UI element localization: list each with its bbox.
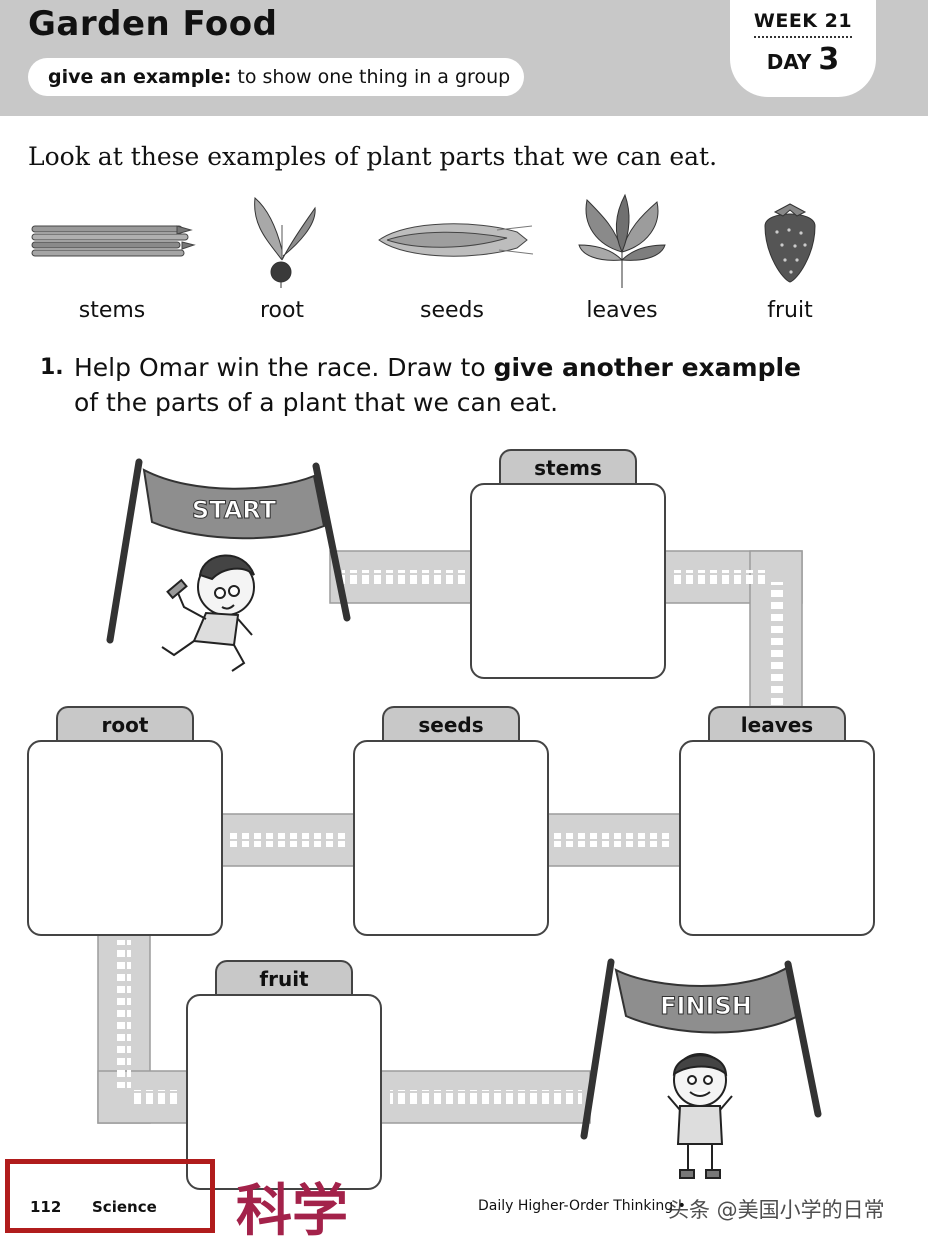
example-label: stems — [78, 298, 146, 323]
example-label: seeds — [420, 298, 484, 323]
footer-subject: Science — [92, 1198, 157, 1216]
asparagus-icon — [31, 225, 196, 257]
definition-text: to show one thing in a group — [237, 66, 511, 88]
box-tab-seeds: seeds — [382, 706, 520, 742]
draw-box-seeds[interactable] — [353, 740, 549, 936]
question-1: 1. Help Omar win the race. Draw to give … — [40, 350, 801, 420]
omar-running-illustration — [161, 554, 255, 672]
question-number: 1. — [40, 355, 64, 380]
page-number: 112 — [30, 1198, 62, 1216]
day-label: DAY — [766, 50, 812, 74]
draw-box-fruit[interactable] — [186, 994, 382, 1190]
draw-box-leaves[interactable] — [679, 740, 875, 936]
start-banner: START — [106, 458, 351, 644]
box-tab-stems: stems — [499, 449, 637, 485]
page-title: Garden Food — [28, 4, 278, 44]
corn-icon — [378, 223, 534, 257]
week-label: WEEK 21 — [753, 10, 853, 32]
question-line-2: of the parts of a plant that we can eat. — [74, 388, 559, 417]
box-tab-fruit: fruit — [215, 960, 353, 996]
subject-chinese-label: 科学 — [236, 1179, 348, 1244]
draw-box-root[interactable] — [27, 740, 223, 936]
intro-text: Look at these examples of plant parts th… — [28, 142, 718, 171]
definition-term: give an example: — [48, 66, 232, 88]
box-tab-root: root — [56, 706, 194, 742]
example-label: fruit — [767, 298, 813, 323]
example-leaves: leaves — [537, 190, 707, 323]
finish-banner: FINISH — [580, 958, 822, 1140]
strawberry-icon — [764, 203, 816, 283]
question-bold: give another example — [493, 353, 802, 382]
leafy-greens-icon — [578, 193, 666, 288]
footer-series: Daily Higher-Order Thinking • — [478, 1198, 686, 1214]
day-number: 3 — [818, 42, 840, 77]
example-seeds: seeds — [367, 190, 537, 323]
question-line-1: Help Omar win the race. Draw to give ano… — [74, 350, 801, 385]
watermark: 头条 @美国小学的日常 — [668, 1198, 885, 1222]
finish-label: FINISH — [660, 992, 752, 1020]
draw-box-stems[interactable] — [470, 483, 666, 679]
example-label: root — [259, 298, 305, 323]
omar-happy-illustration — [667, 1053, 733, 1179]
box-tab-leaves: leaves — [708, 706, 846, 742]
week-divider — [754, 36, 852, 38]
example-label: leaves — [586, 298, 658, 323]
example-root: root — [197, 190, 367, 323]
week-day-tab: WEEK 21 DAY 3 — [730, 0, 876, 97]
radish-icon — [254, 197, 316, 288]
question-text: Help Omar win the race. Draw to — [74, 353, 486, 382]
start-label: START — [192, 496, 277, 524]
footer-highlight-frame — [5, 1159, 215, 1233]
definition-pill: give an example: to show one thing in a … — [28, 58, 524, 96]
example-stems: stems — [27, 190, 197, 323]
example-fruit: fruit — [705, 190, 875, 323]
day-label-row: DAY 3 — [730, 42, 876, 77]
